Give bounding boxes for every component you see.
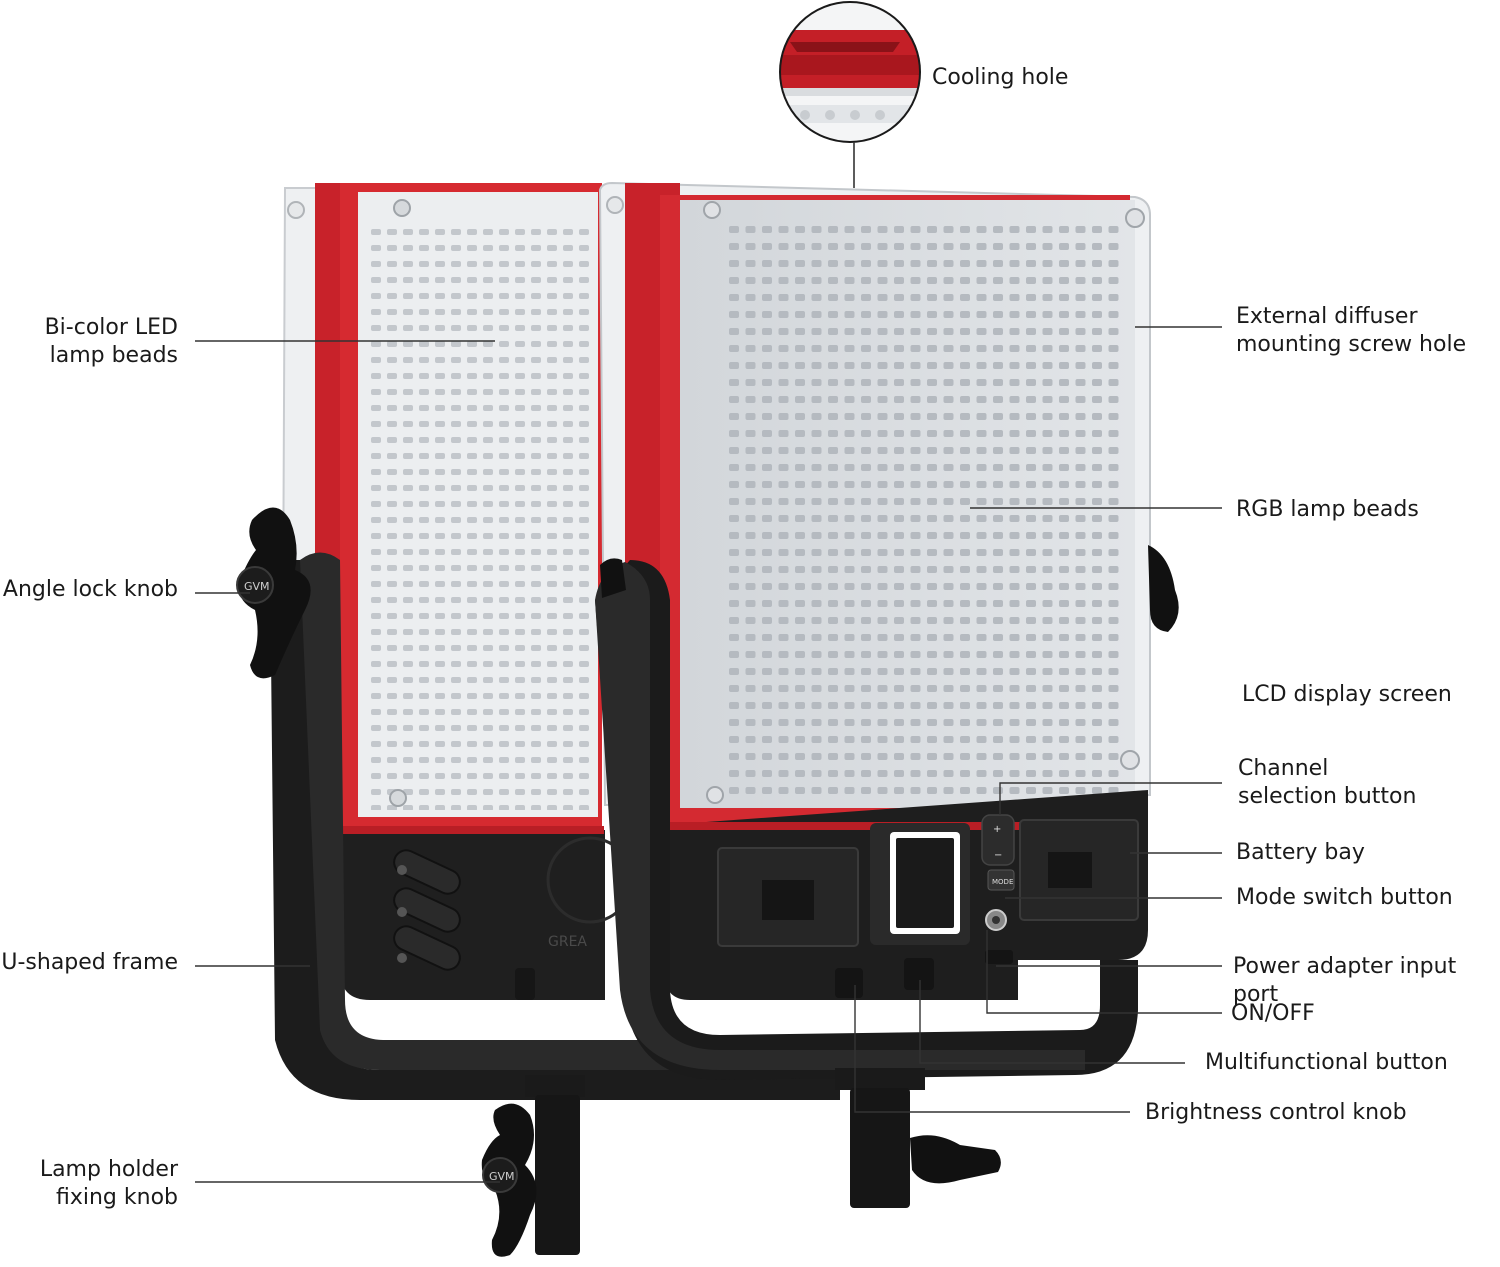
- label-channel-button: Channel selection button: [1238, 756, 1417, 809]
- cooling-hole-inset: [779, 1, 921, 188]
- label-cooling-hole: Cooling hole: [932, 65, 1069, 90]
- label-external-diffuser: External diffuser mounting screw hole: [1236, 304, 1467, 357]
- holder-knob-brand: GVM: [489, 1170, 515, 1183]
- svg-text:+: +: [993, 824, 1001, 835]
- label-mode-button: Mode switch button: [1236, 885, 1453, 910]
- front-light-panel: + − MODE GVM: [481, 181, 1179, 1257]
- label-lcd-screen: LCD display screen: [1242, 682, 1452, 707]
- leader-lines: [195, 326, 1222, 1183]
- label-lamp-holder-knob: Lamp holder fixing knob: [39, 1157, 178, 1210]
- label-battery-bay: Battery bay: [1236, 840, 1365, 865]
- svg-text:−: −: [994, 850, 1002, 861]
- label-angle-lock-knob: Angle lock knob: [2, 577, 178, 602]
- mode-key-text: MODE: [992, 878, 1013, 886]
- label-rgb-beads: RGB lamp beads: [1236, 497, 1419, 522]
- label-on-off: ON/OFF: [1231, 1001, 1315, 1026]
- label-bicolor-led: Bi-color LED lamp beads: [44, 315, 178, 368]
- rear-knob-brand: GVM: [244, 580, 270, 593]
- label-multifunction-button: Multifunctional button: [1205, 1050, 1448, 1075]
- label-power-port: Power adapter input port: [1233, 954, 1457, 1007]
- label-brightness-knob: Brightness control knob: [1145, 1100, 1407, 1125]
- rear-logo-text: GREA: [548, 934, 587, 950]
- rear-light-panel: GREA GVM: [236, 183, 840, 1100]
- label-u-shaped-frame: U-shaped frame: [1, 950, 178, 975]
